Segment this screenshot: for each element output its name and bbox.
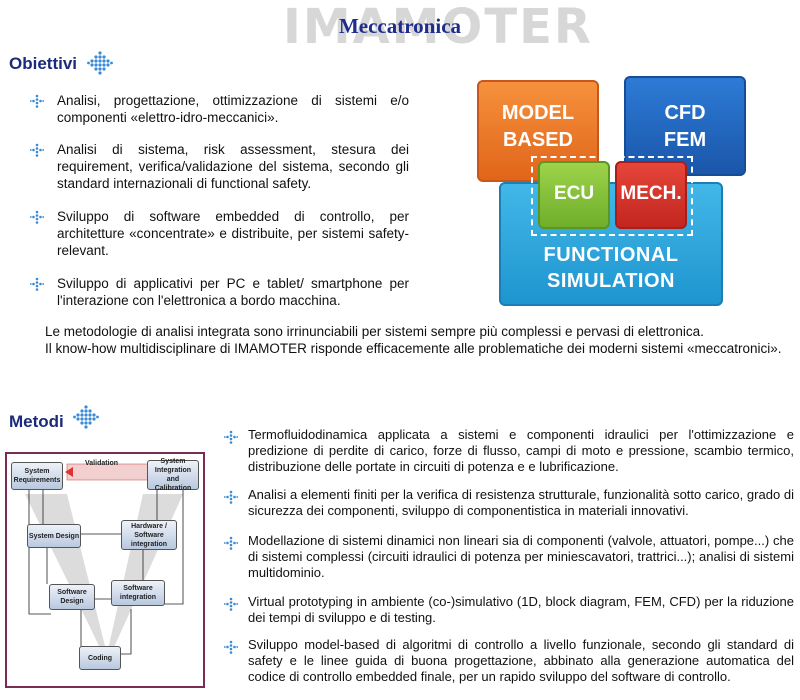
bullet-icon (224, 490, 238, 504)
logo-text: IMAMOTER (283, 0, 593, 55)
bullet-icon (30, 94, 44, 108)
objectives-bullet-1: Analisi, progettazione, ottimizzazione d… (57, 93, 409, 125)
hw-sw-integration-box: Hardware / Software integration (121, 520, 177, 550)
intro-line-1: Le metodologie di analisi integrata sono… (45, 324, 704, 339)
page-title: Meccatronica (338, 14, 462, 38)
ecu-label: ECU (553, 183, 595, 204)
cfd-label: CFD (664, 102, 706, 124)
methods-bullet-5: Sviluppo model-based di algoritmi di con… (248, 637, 794, 684)
system-integration-box: System Integration and Calibration (147, 458, 199, 492)
simulation-label: SIMULATION (547, 270, 675, 292)
diamond-dots-icon (73, 405, 99, 429)
model-label: MODEL (501, 102, 575, 124)
bullet-icon (30, 143, 44, 157)
methods-bullet-4: Virtual prototyping in ambiente (co-)sim… (248, 594, 794, 625)
based-label: BASED (502, 129, 573, 151)
intro-line-2: Il know-how multidisciplinare di IMAMOTE… (45, 341, 782, 356)
system-design-box: System Design (27, 524, 81, 548)
mech-box: MECH. (615, 161, 687, 229)
functional-simulation-diagram: FUNCTIONAL SIMULATION MODEL BASED CFD FE… (467, 70, 777, 306)
bullet-icon (224, 536, 238, 550)
fem-label: FEM (663, 129, 707, 151)
cfd-fem-box: CFD FEM (624, 76, 746, 176)
validation-label: Validation (85, 460, 119, 467)
objectives-bullet-3: Sviluppo di software embedded di control… (57, 209, 409, 258)
system-requirements-box: System Requirements (11, 462, 63, 490)
methods-title: Metodi (9, 412, 64, 431)
header-logo: IMAMOTER Meccatronica (283, 0, 591, 55)
objectives-title: Obiettivi (9, 54, 78, 73)
mech-label: MECH. (620, 183, 682, 204)
objectives-bullet-2: Analisi di sistema, risk assessment, ste… (57, 142, 409, 191)
bullet-icon (30, 210, 44, 224)
intro-paragraph: Le metodologie di analisi integrata sono… (45, 323, 785, 357)
coding-box: Coding (79, 646, 121, 670)
functional-label: FUNCTIONAL (543, 244, 679, 266)
v-model-diagram: Validation System Requirements System In… (5, 452, 205, 688)
methods-bullet-2: Analisi a elementi finiti per la verific… (248, 487, 794, 518)
dashed-frame (531, 156, 693, 236)
software-design-box: Software Design (49, 584, 95, 610)
diamond-dots-icon (87, 51, 113, 75)
methods-bullet-1: Termofluidodinamica applicata a sistemi … (248, 427, 794, 474)
software-integration-box: Software integration (111, 580, 165, 606)
bullet-icon (224, 597, 238, 611)
objectives-bullet-4: Sviluppo di applicativi per PC e tablet/… (57, 276, 409, 308)
bullet-icon (224, 430, 238, 444)
ecu-box: ECU (538, 161, 610, 229)
methods-bullet-3: Modellazione di sistemi dinamici non lin… (248, 533, 794, 580)
bullet-icon (30, 277, 44, 291)
bullet-icon (224, 640, 238, 654)
